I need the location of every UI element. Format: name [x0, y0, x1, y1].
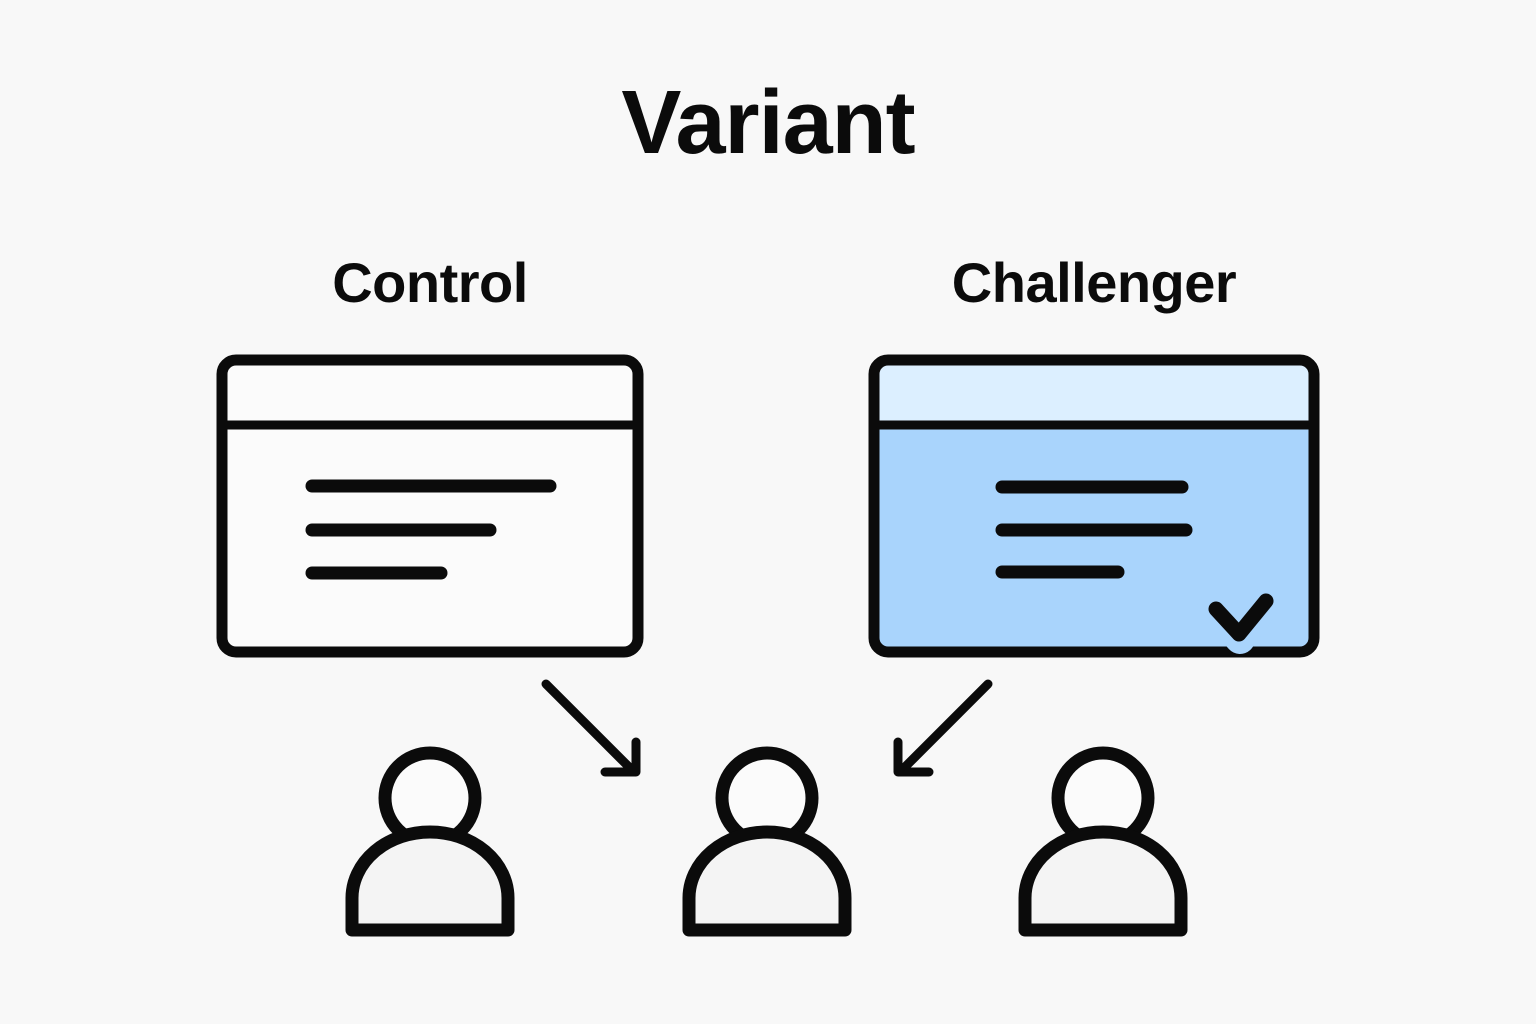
challenger-card-content-lines — [995, 480, 1193, 579]
arrow-down-right-icon — [541, 679, 641, 777]
challenger-card-header-fill — [874, 360, 1314, 426]
control-card-content-lines — [305, 479, 557, 580]
control-card-body — [216, 354, 644, 658]
page-title: Variant — [621, 73, 915, 173]
challenger-card-outline — [868, 354, 1320, 658]
arrow-down-left-icon — [893, 679, 993, 777]
check-icon — [1208, 593, 1274, 642]
card-label-challenger: Challenger — [951, 251, 1237, 314]
person-icon[interactable] — [682, 746, 852, 937]
card-label-control: Control — [332, 251, 528, 314]
card-challenger[interactable] — [868, 354, 1320, 658]
person-icon[interactable] — [345, 746, 515, 937]
person-icon[interactable] — [1018, 746, 1188, 937]
card-control[interactable] — [216, 354, 644, 658]
